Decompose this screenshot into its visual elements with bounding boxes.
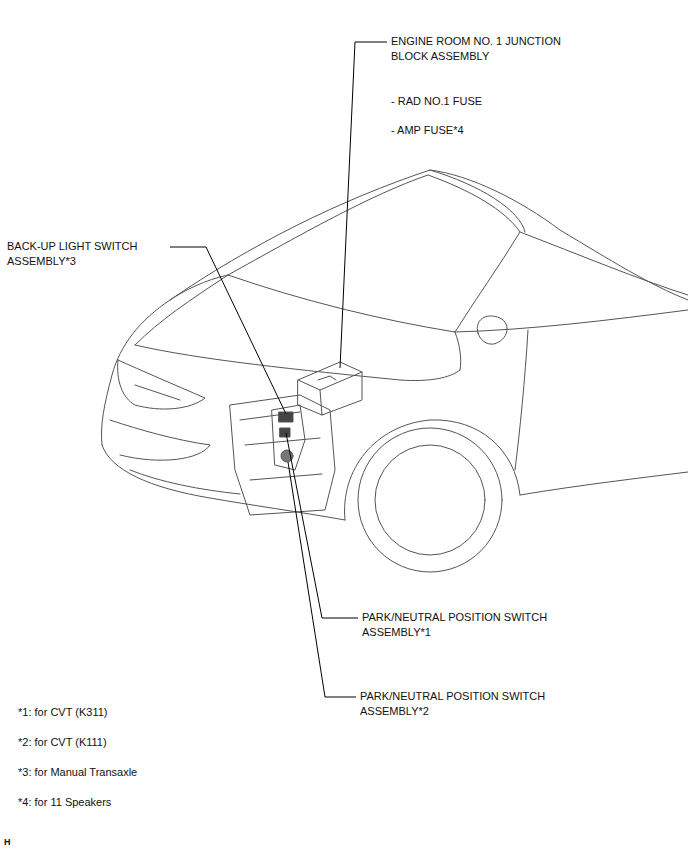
hood-crease xyxy=(135,275,228,345)
tire xyxy=(358,428,502,572)
fuse-name: - AMP FUSE*4 xyxy=(391,123,571,138)
engine xyxy=(230,395,335,515)
rocker xyxy=(520,472,688,495)
part-name: PARK/NEUTRAL POSITION SWITCH ASSEMBLY*2 xyxy=(360,689,580,719)
transaxle xyxy=(272,405,305,470)
headlight-inner xyxy=(135,385,180,400)
lower-intake xyxy=(130,470,240,494)
footnote: *1: for CVT (K311) xyxy=(18,705,238,720)
engine-detail xyxy=(240,412,322,480)
bumper xyxy=(102,445,345,520)
relay-box xyxy=(318,376,336,380)
mirror xyxy=(477,316,507,344)
front-outline xyxy=(101,300,170,445)
headlight xyxy=(118,360,205,409)
fender xyxy=(345,420,520,520)
part-name: BACK-UP LIGHT SWITCH ASSEMBLY*3 xyxy=(7,239,172,269)
footnote: *4: for 11 Speakers xyxy=(18,795,238,810)
footnote: *2: for CVT (K111) xyxy=(18,735,238,750)
part-name: PARK/NEUTRAL POSITION SWITCH ASSEMBLY*1 xyxy=(362,610,582,640)
hood-front xyxy=(135,345,460,381)
park-neutral-switch-1 xyxy=(280,428,290,437)
door-gap xyxy=(515,330,528,470)
windshield xyxy=(228,175,520,332)
part-name: ENGINE ROOM NO. 1 JUNCTION BLOCK ASSEMBL… xyxy=(391,34,591,64)
roof-edge xyxy=(430,170,525,232)
leader-line xyxy=(288,462,356,697)
door-line xyxy=(455,310,688,332)
hood xyxy=(170,275,228,300)
roof-line xyxy=(170,170,688,300)
side-window xyxy=(520,232,688,295)
leader-line xyxy=(286,433,358,618)
figure-code: H xyxy=(4,835,34,850)
leader-line xyxy=(170,247,286,414)
junction-block xyxy=(298,362,362,415)
footnote: *3: for Manual Transaxle xyxy=(18,765,238,780)
rim xyxy=(375,445,485,555)
fuse-name: - RAD NO.1 FUSE xyxy=(391,94,571,109)
leader-line xyxy=(340,42,387,368)
grille xyxy=(110,420,210,460)
hood-side xyxy=(455,332,461,370)
